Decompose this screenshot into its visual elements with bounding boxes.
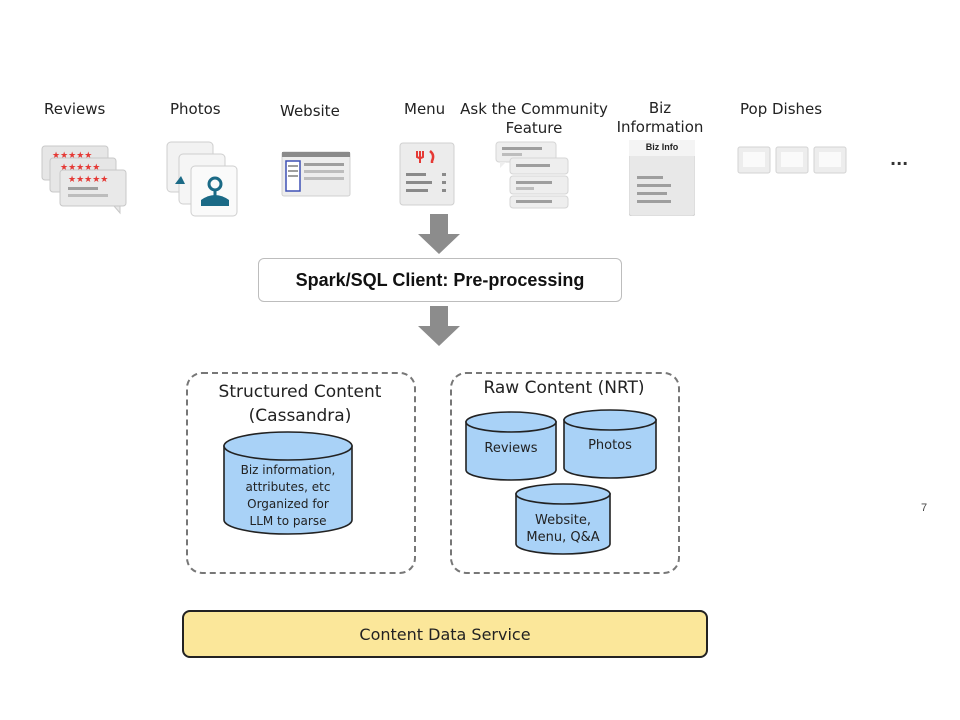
content-data-service-label: Content Data Service <box>359 624 531 644</box>
biz-info-card-text: Biz Info <box>645 142 679 152</box>
source-label-menu: Menu <box>404 100 446 118</box>
page-number: 7 <box>921 502 928 514</box>
svg-text:★★★★★: ★★★★★ <box>60 163 100 173</box>
reviews-icon: ★★★★★ ★★★★★ ★★★★★ <box>41 145 127 215</box>
ask-community-icon <box>495 141 569 209</box>
preprocessing-box: Spark/SQL Client: Pre-processing <box>258 258 622 302</box>
ask-community-line1: Ask the Community <box>460 100 608 118</box>
more-sources-ellipsis: ... <box>890 150 909 169</box>
down-arrow-icon <box>418 306 460 346</box>
website-menu-qa-line2: Menu, Q&A <box>526 530 600 545</box>
down-arrow-icon <box>418 214 460 254</box>
cassandra-database-label: Biz information, attributes, etc Organiz… <box>226 462 350 530</box>
source-label-pop-dishes: Pop Dishes <box>740 100 823 118</box>
cassandra-line: Organized for <box>247 497 329 511</box>
reviews-database-label: Reviews <box>484 441 538 456</box>
structured-title-line2: (Cassandra) <box>248 406 352 426</box>
raw-content-title: Raw Content (NRT) <box>483 378 645 398</box>
preprocessing-label: Spark/SQL Client: Pre-processing <box>295 269 585 290</box>
biz-info-line2: Information <box>616 118 704 136</box>
source-label-reviews: Reviews <box>44 100 106 118</box>
source-label-website: Website <box>280 102 340 120</box>
structured-content-title: Structured Content (Cassandra) <box>188 380 412 428</box>
structured-title-line1: Structured Content <box>218 382 382 402</box>
cassandra-line: Biz information, <box>240 463 336 477</box>
pop-dishes-icon <box>737 146 847 174</box>
cassandra-line: LLM to parse <box>249 514 327 528</box>
content-data-service-box: Content Data Service <box>182 610 708 658</box>
biz-info-line1: Biz <box>648 99 672 117</box>
biz-info-icon: Biz Info <box>629 140 695 216</box>
website-icon <box>281 151 351 197</box>
website-menu-qa-line1: Website, <box>535 513 591 528</box>
raw-content-group <box>450 372 680 574</box>
svg-text:★★★★★: ★★★★★ <box>68 175 108 185</box>
menu-icon <box>399 142 455 206</box>
source-label-photos: Photos <box>170 100 221 118</box>
website-menu-qa-database-icon <box>515 483 611 555</box>
ask-community-line2: Feature <box>505 119 563 137</box>
cassandra-database-icon <box>223 431 353 535</box>
svg-text:★★★★★: ★★★★★ <box>52 151 92 161</box>
cassandra-line: attributes, etc <box>245 480 331 494</box>
photos-icon <box>166 141 238 217</box>
source-label-biz-info: Biz Information <box>612 99 708 137</box>
reviews-database-icon <box>465 411 557 481</box>
photos-database-icon <box>563 409 657 479</box>
photos-database-label: Photos <box>588 438 632 453</box>
structured-content-group <box>186 372 416 574</box>
website-menu-qa-database-label: Website, Menu, Q&A <box>514 512 612 546</box>
source-label-ask-community: Ask the Community Feature <box>458 100 610 138</box>
